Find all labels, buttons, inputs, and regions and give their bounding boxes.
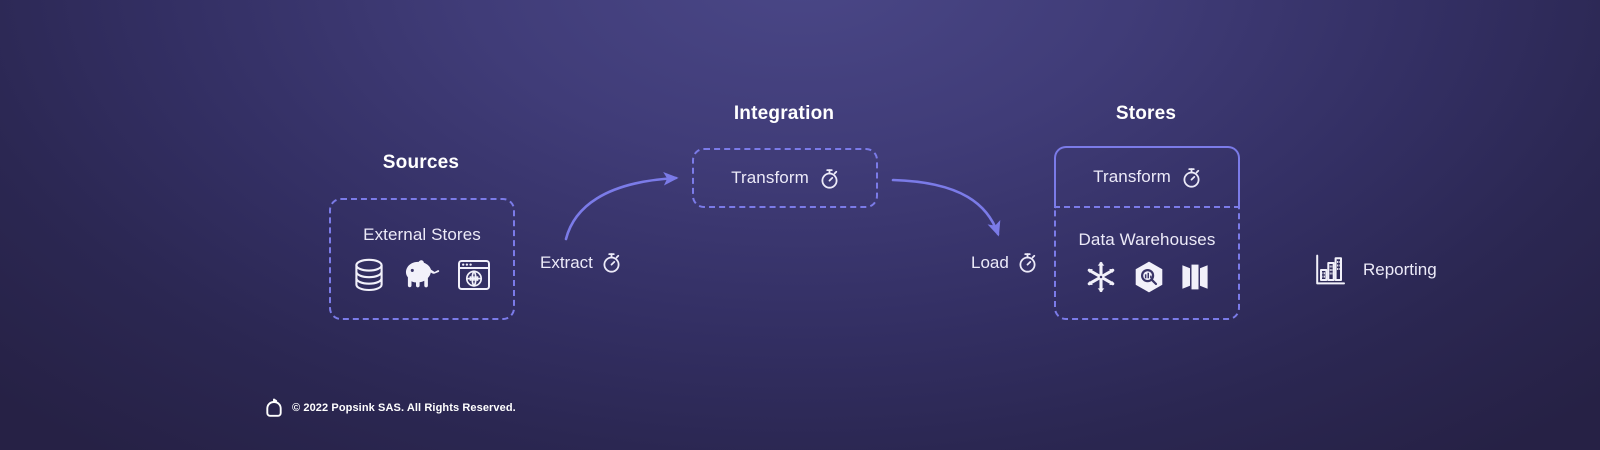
bar-chart-icon <box>1313 252 1347 288</box>
integration-transform-label: Transform <box>731 168 809 187</box>
snowflake-icon <box>1084 260 1118 294</box>
footer-copyright: © 2022 Popsink SAS. All Rights Reserved. <box>292 402 516 414</box>
stopwatch-icon <box>602 252 621 273</box>
hadoop-elephant-icon <box>400 257 442 293</box>
section-title-stores: Stores <box>1115 103 1177 124</box>
database-icon <box>352 257 386 293</box>
footer: © 2022 Popsink SAS. All Rights Reserved. <box>265 398 516 418</box>
step-extract-label: Extract <box>540 252 593 272</box>
step-load-label: Load <box>971 252 1009 272</box>
section-title-integration: Integration <box>733 103 835 124</box>
reporting-group: Reporting <box>1313 252 1437 288</box>
api-browser-icon <box>456 257 492 293</box>
stores-transform-box[interactable]: Transform <box>1054 146 1240 208</box>
sources-box[interactable]: External Stores <box>329 198 515 320</box>
section-title-sources: Sources <box>382 152 460 173</box>
redshift-icon <box>1180 260 1210 294</box>
integration-transform-box[interactable]: Transform <box>692 148 878 208</box>
stopwatch-icon <box>1018 252 1037 273</box>
reporting-label: Reporting <box>1363 260 1437 279</box>
bigquery-icon <box>1132 260 1166 294</box>
arrow-extract <box>564 171 679 241</box>
stopwatch-icon <box>1182 167 1201 188</box>
arrow-load <box>891 178 1001 237</box>
sources-box-label: External Stores <box>363 225 481 244</box>
stores-transform-label: Transform <box>1093 167 1171 186</box>
sources-icon-row <box>352 257 492 293</box>
step-load: Load <box>971 252 1037 273</box>
step-extract: Extract <box>540 252 621 273</box>
warehouses-icon-row <box>1084 260 1210 294</box>
stopwatch-icon <box>820 168 839 189</box>
data-warehouses-box[interactable]: Data Warehouses <box>1054 206 1240 320</box>
popsink-logo-icon <box>265 398 283 418</box>
data-warehouses-label: Data Warehouses <box>1078 230 1216 249</box>
